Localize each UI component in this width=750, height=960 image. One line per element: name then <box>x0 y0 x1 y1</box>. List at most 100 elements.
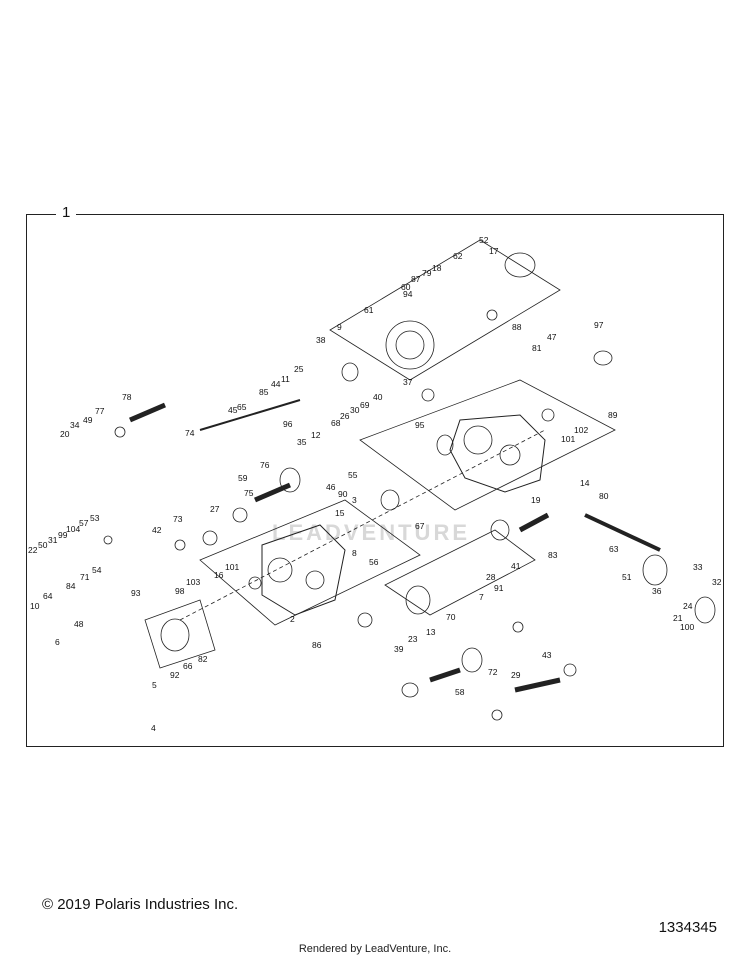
callout-100[interactable]: 100 <box>680 622 694 632</box>
callout-76[interactable]: 76 <box>260 460 270 470</box>
callout-11[interactable]: 11 <box>281 374 290 384</box>
callout-85[interactable]: 85 <box>259 387 269 397</box>
callout-16[interactable]: 16 <box>214 570 224 580</box>
callout-69[interactable]: 69 <box>360 400 370 410</box>
callout-88[interactable]: 88 <box>512 322 522 332</box>
callout-86[interactable]: 86 <box>312 640 322 650</box>
callout-6[interactable]: 6 <box>55 637 60 647</box>
callout-74[interactable]: 74 <box>185 428 195 438</box>
callout-26[interactable]: 26 <box>340 411 350 421</box>
callout-10[interactable]: 10 <box>30 601 40 611</box>
callout-41[interactable]: 41 <box>511 561 521 571</box>
callout-98[interactable]: 98 <box>175 586 185 596</box>
callout-62[interactable]: 62 <box>453 251 463 261</box>
callout-7[interactable]: 7 <box>479 592 484 602</box>
callout-40[interactable]: 40 <box>373 392 383 402</box>
callout-9[interactable]: 9 <box>337 322 342 332</box>
callout-20[interactable]: 20 <box>60 429 70 439</box>
callout-63[interactable]: 63 <box>609 544 619 554</box>
callout-18[interactable]: 18 <box>432 263 442 273</box>
callout-95[interactable]: 95 <box>415 420 425 430</box>
callout-46[interactable]: 46 <box>326 482 336 492</box>
callout-36[interactable]: 36 <box>652 586 662 596</box>
callout-97[interactable]: 97 <box>594 320 604 330</box>
callout-34[interactable]: 34 <box>70 420 80 430</box>
callout-83[interactable]: 83 <box>548 550 558 560</box>
callout-67[interactable]: 67 <box>415 521 425 531</box>
callout-39[interactable]: 39 <box>394 644 404 654</box>
callout-101-lower[interactable]: 101 <box>225 562 239 572</box>
callout-48[interactable]: 48 <box>74 619 84 629</box>
callout-70[interactable]: 70 <box>446 612 456 622</box>
callout-5[interactable]: 5 <box>152 680 157 690</box>
callout-92[interactable]: 92 <box>170 670 180 680</box>
callout-24[interactable]: 24 <box>683 601 693 611</box>
callout-47[interactable]: 47 <box>547 332 557 342</box>
callout-43[interactable]: 43 <box>542 650 552 660</box>
callout-101-upper[interactable]: 101 <box>561 434 575 444</box>
callout-94[interactable]: 94 <box>403 289 413 299</box>
callout-81[interactable]: 81 <box>532 343 542 353</box>
callout-75[interactable]: 75 <box>244 488 254 498</box>
callout-38[interactable]: 38 <box>316 335 326 345</box>
callout-93[interactable]: 93 <box>131 588 141 598</box>
callout-59[interactable]: 59 <box>238 473 248 483</box>
callout-96[interactable]: 96 <box>283 419 293 429</box>
callout-33[interactable]: 33 <box>693 562 703 572</box>
callout-49[interactable]: 49 <box>83 415 93 425</box>
callout-71[interactable]: 71 <box>80 572 90 582</box>
callout-17[interactable]: 17 <box>489 246 499 256</box>
callout-73[interactable]: 73 <box>173 514 183 524</box>
callout-51[interactable]: 51 <box>622 572 632 582</box>
callout-58[interactable]: 58 <box>455 687 465 697</box>
callout-37[interactable]: 37 <box>403 377 413 387</box>
callout-21[interactable]: 21 <box>673 613 683 623</box>
callout-56[interactable]: 56 <box>369 557 379 567</box>
callout-54[interactable]: 54 <box>92 565 102 575</box>
callout-66[interactable]: 66 <box>183 661 193 671</box>
callout-61[interactable]: 61 <box>364 305 374 315</box>
callout-32[interactable]: 32 <box>712 577 722 587</box>
callout-27[interactable]: 27 <box>210 504 220 514</box>
callout-64[interactable]: 64 <box>43 591 53 601</box>
callout-91[interactable]: 91 <box>494 583 504 593</box>
callout-55[interactable]: 55 <box>348 470 358 480</box>
callout-104[interactable]: 104 <box>66 524 80 534</box>
callout-60[interactable]: 60 <box>401 282 411 292</box>
callout-65[interactable]: 65 <box>237 402 247 412</box>
callout-103[interactable]: 103 <box>186 577 200 587</box>
callout-77[interactable]: 77 <box>95 406 105 416</box>
callout-99[interactable]: 99 <box>58 530 68 540</box>
callout-15[interactable]: 15 <box>335 508 345 518</box>
callout-31[interactable]: 31 <box>48 535 58 545</box>
callout-42[interactable]: 42 <box>152 525 162 535</box>
callout-82[interactable]: 82 <box>198 654 208 664</box>
callout-102[interactable]: 102 <box>574 425 588 435</box>
callout-23[interactable]: 23 <box>408 634 418 644</box>
callout-53[interactable]: 53 <box>90 513 100 523</box>
callout-89[interactable]: 89 <box>608 410 618 420</box>
callout-12[interactable]: 12 <box>311 430 321 440</box>
callout-28[interactable]: 28 <box>486 572 496 582</box>
callout-2[interactable]: 2 <box>290 614 295 624</box>
callout-50[interactable]: 50 <box>38 540 48 550</box>
callout-4[interactable]: 4 <box>151 723 156 733</box>
callout-72[interactable]: 72 <box>488 667 498 677</box>
callout-35[interactable]: 35 <box>297 437 307 447</box>
callout-84[interactable]: 84 <box>66 581 76 591</box>
callout-90[interactable]: 90 <box>338 489 348 499</box>
callout-14[interactable]: 14 <box>580 478 590 488</box>
callout-52[interactable]: 52 <box>479 235 489 245</box>
callout-68[interactable]: 68 <box>331 418 341 428</box>
callout-22[interactable]: 22 <box>28 545 38 555</box>
callout-79[interactable]: 79 <box>422 268 432 278</box>
callout-25[interactable]: 25 <box>294 364 304 374</box>
callout-30[interactable]: 30 <box>350 405 360 415</box>
callout-8[interactable]: 8 <box>352 548 357 558</box>
callout-29[interactable]: 29 <box>511 670 521 680</box>
callout-44[interactable]: 44 <box>271 379 281 389</box>
callout-13[interactable]: 13 <box>426 627 436 637</box>
callout-45[interactable]: 45 <box>228 405 238 415</box>
callout-78[interactable]: 78 <box>122 392 132 402</box>
callout-80[interactable]: 80 <box>599 491 609 501</box>
